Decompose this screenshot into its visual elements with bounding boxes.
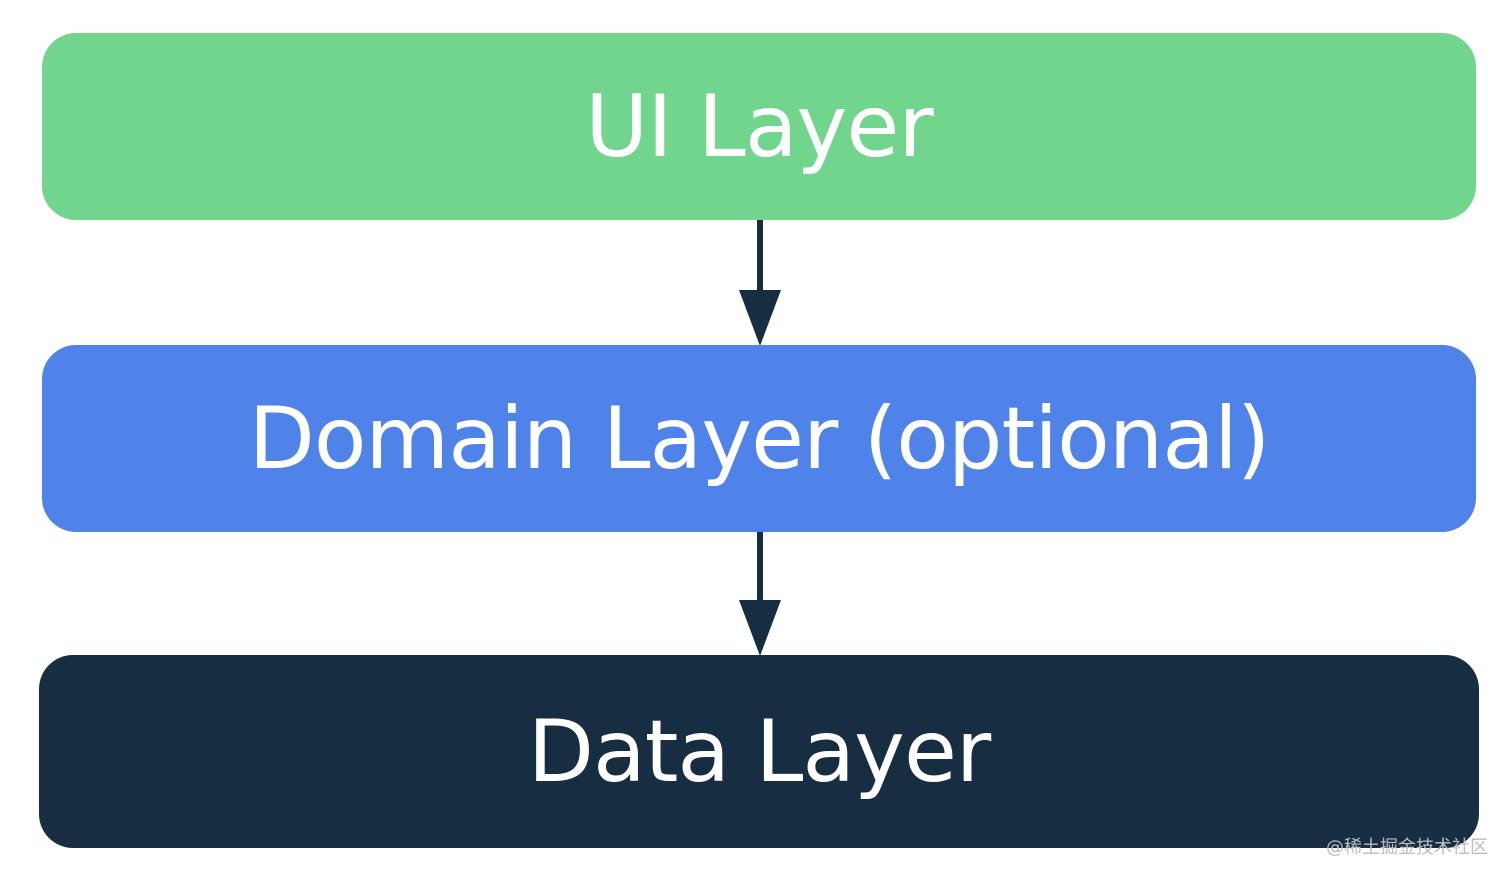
watermark: @稀土掘金技术社区 (1326, 837, 1488, 858)
domain-layer-label: Domain Layer (optional) (248, 388, 1271, 489)
data-layer-label: Data Layer (527, 701, 991, 802)
domain-layer-box: Domain Layer (optional) (42, 345, 1476, 532)
down-arrow-icon (739, 532, 781, 656)
ui-layer-label: UI Layer (585, 76, 933, 177)
down-arrow-icon (739, 220, 781, 346)
ui-layer-box: UI Layer (42, 33, 1476, 220)
data-layer-box: Data Layer (39, 655, 1479, 848)
